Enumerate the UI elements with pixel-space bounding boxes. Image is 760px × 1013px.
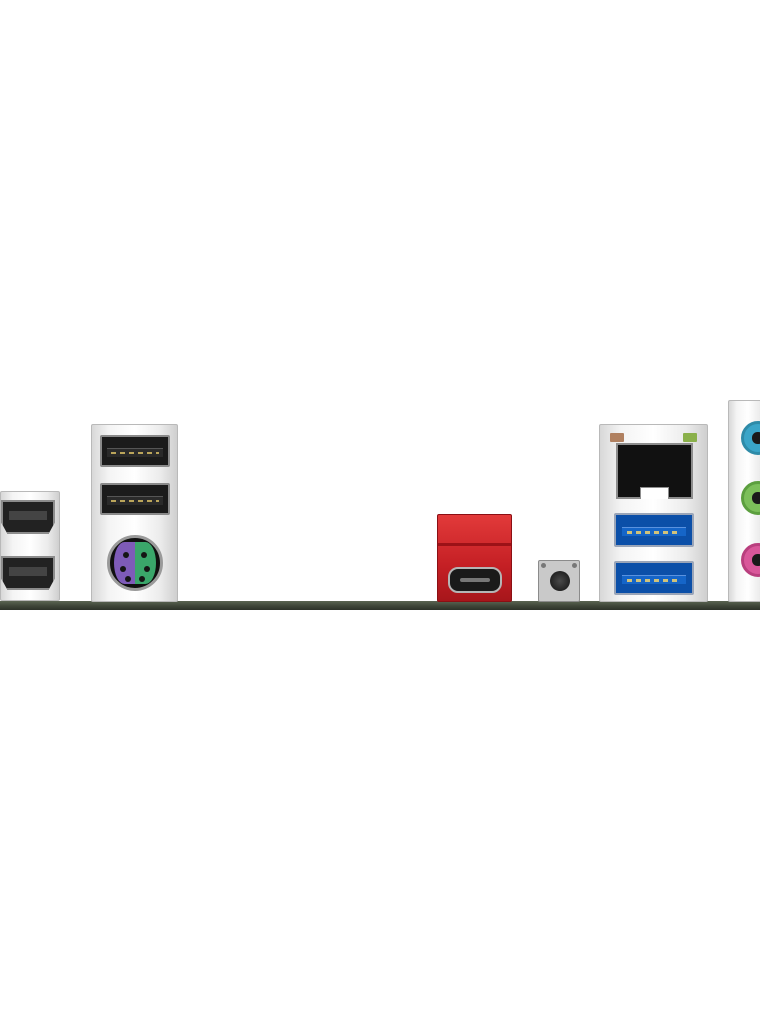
usb-c-housing — [437, 514, 512, 602]
audio-jack-stack — [728, 400, 760, 602]
hdmi-port-icon — [1, 500, 55, 534]
lan-usb3-stack — [599, 424, 708, 602]
hdmi-stack — [0, 491, 60, 601]
usb-c-port-icon — [448, 567, 502, 593]
pcb-edge — [0, 601, 760, 610]
ethernet-port-icon — [616, 443, 693, 499]
hdmi-port-icon — [1, 556, 55, 590]
ps2-port-icon — [107, 535, 163, 591]
audio-jack-line-in-icon — [741, 421, 760, 455]
lan-led-right — [683, 433, 697, 442]
usb2-port-icon — [100, 435, 170, 467]
usb2-ps2-stack — [91, 424, 178, 602]
usb2-port-icon — [100, 483, 170, 515]
audio-jack-line-out-icon — [741, 481, 760, 515]
usb3-port-icon — [614, 561, 694, 595]
lan-led-left — [610, 433, 624, 442]
push-button-icon — [538, 560, 580, 602]
usb3-port-icon — [614, 513, 694, 547]
audio-jack-mic-icon — [741, 543, 760, 577]
